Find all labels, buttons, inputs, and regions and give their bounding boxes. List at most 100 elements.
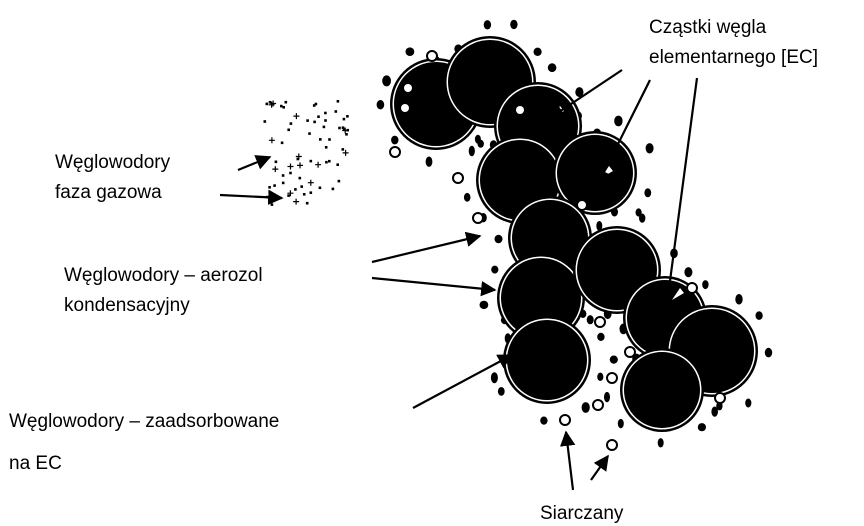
gas-dot xyxy=(275,161,278,164)
adsorbed-dot xyxy=(646,143,654,153)
gas-dot xyxy=(337,100,340,103)
gas-dot xyxy=(346,129,349,132)
gas-dot xyxy=(303,193,306,196)
gas-mark xyxy=(293,199,299,205)
adsorbed-dot xyxy=(480,301,489,309)
sulfate-ring xyxy=(403,83,413,93)
adsorbed-dot xyxy=(745,399,751,408)
arrow-cond-1 xyxy=(372,236,480,262)
gas-dot xyxy=(285,101,288,104)
ec-particle-cluster xyxy=(390,36,758,432)
gas-dot xyxy=(297,158,300,161)
adsorbed-dot xyxy=(540,417,547,425)
adsorbed-dot xyxy=(610,356,618,364)
adsorbed-dot xyxy=(582,402,590,413)
gas-mark xyxy=(308,180,314,186)
gas-phase-scatter xyxy=(264,100,350,206)
gas-dot xyxy=(268,186,271,189)
gas-dot xyxy=(345,133,348,136)
ec-particle xyxy=(503,316,591,404)
adsorbed-dot xyxy=(491,266,498,274)
adsorbed-dot xyxy=(534,48,542,56)
gas-mark xyxy=(288,164,294,170)
label-condensation-line2: kondensacyjny xyxy=(64,295,190,316)
adsorbed-dot xyxy=(382,75,391,86)
gas-dot xyxy=(338,180,341,183)
gas-dot xyxy=(323,126,326,129)
adsorbed-dot xyxy=(597,373,603,381)
gas-dot xyxy=(315,103,318,106)
gas-dot xyxy=(328,138,331,141)
gas-dot xyxy=(280,105,283,108)
gas-dot xyxy=(343,118,346,121)
sulfate-ring xyxy=(453,173,463,183)
adsorbed-dot xyxy=(711,407,718,417)
arrow-sulfate-2 xyxy=(591,456,608,480)
label-ec-line2: elementarnego [EC] xyxy=(649,47,818,68)
gas-dot xyxy=(269,101,272,104)
sulfate-ring xyxy=(473,213,483,223)
gas-dot xyxy=(319,187,322,190)
gas-dot xyxy=(310,191,313,194)
arrow-sulfate-1 xyxy=(566,432,573,490)
gas-dot xyxy=(287,194,290,197)
gas-dot xyxy=(282,106,285,109)
label-ec-line1: Cząstki węgla xyxy=(649,17,767,38)
gas-dot xyxy=(299,177,302,180)
adsorbed-dot xyxy=(597,333,604,341)
arrow-gas-2 xyxy=(220,195,282,198)
gas-dot xyxy=(290,122,293,125)
adsorbed-dot xyxy=(735,294,742,305)
gas-mark xyxy=(269,137,275,143)
sulfate-ring xyxy=(715,393,725,403)
adsorbed-dot xyxy=(484,20,491,29)
adsorbed-dot xyxy=(464,193,471,202)
gas-mark xyxy=(297,162,303,168)
ec-particle xyxy=(620,348,704,432)
gas-dot xyxy=(287,129,290,132)
gas-dot xyxy=(306,119,309,122)
adsorbed-dot xyxy=(491,372,498,383)
adsorbed-dot xyxy=(702,280,708,289)
gas-dot xyxy=(294,188,297,191)
gas-dot xyxy=(300,185,303,188)
sulfate-ring xyxy=(607,440,617,450)
arrow-gas-1 xyxy=(238,157,270,170)
gas-dot xyxy=(325,146,328,149)
arrow-ec-3 xyxy=(668,78,697,296)
sulfate-ring xyxy=(427,51,437,61)
adsorbed-dot xyxy=(644,188,651,197)
adsorbed-dot xyxy=(406,47,415,56)
gas-dot xyxy=(342,148,345,151)
sulfate-ring xyxy=(607,373,617,383)
adsorbed-dot xyxy=(614,116,622,127)
adsorbed-dot xyxy=(498,387,505,396)
gas-dot xyxy=(346,115,349,118)
gas-dot xyxy=(282,174,285,177)
gas-dot xyxy=(342,126,345,129)
sulfate-ring xyxy=(577,200,587,210)
gas-dot xyxy=(264,120,267,123)
gas-dot xyxy=(338,127,341,130)
label-condensation-line1: Węglowodory – aerozol xyxy=(64,265,263,286)
gas-dot xyxy=(281,142,284,145)
gas-dot xyxy=(325,161,328,164)
gas-dot xyxy=(306,202,309,205)
gas-dot xyxy=(271,203,274,206)
sulfate-ring xyxy=(593,400,603,410)
gas-dot xyxy=(328,160,331,163)
sulfate-ring xyxy=(595,317,605,327)
gas-dot xyxy=(273,184,276,187)
adsorbed-dot xyxy=(658,438,664,447)
adsorbed-dot xyxy=(587,315,594,324)
adsorbed-dot xyxy=(698,423,706,431)
gas-dot xyxy=(324,112,327,115)
gas-mark xyxy=(315,162,321,168)
gas-mark xyxy=(343,150,349,156)
adsorbed-dot xyxy=(495,235,503,244)
label-gas-line1: Węglowodory xyxy=(55,152,171,173)
gas-mark xyxy=(272,166,278,172)
gas-dot xyxy=(319,138,322,141)
adsorbed-dot xyxy=(391,136,398,145)
